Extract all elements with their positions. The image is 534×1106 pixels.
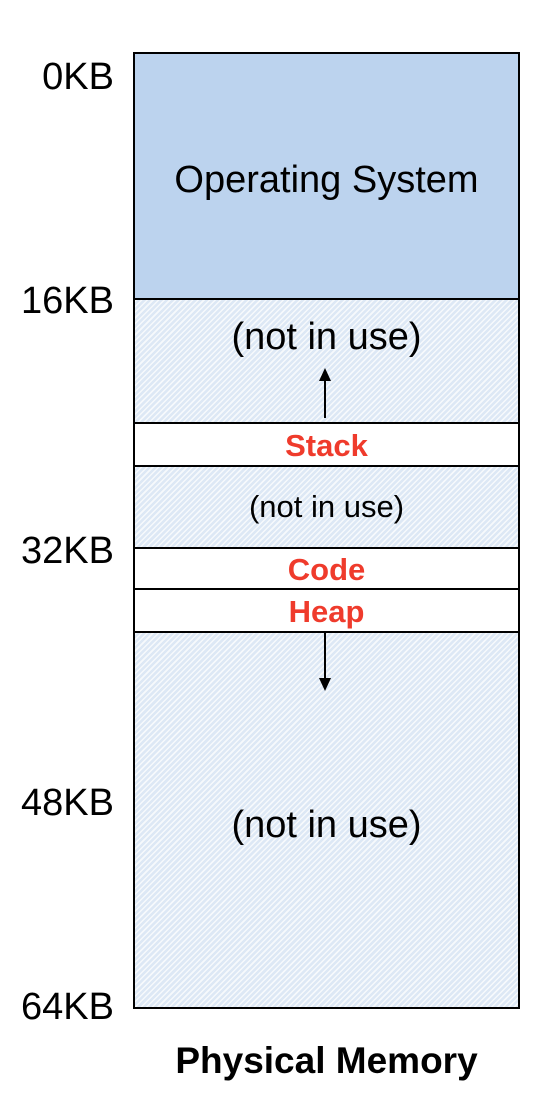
free-region-bottom-label: (not in use) <box>231 803 422 846</box>
free-region-middle-label: (not in use) <box>248 489 405 524</box>
heap-segment: Heap <box>135 588 518 631</box>
address-64kb: 64KB <box>21 986 114 1028</box>
operating-system-segment: Operating System <box>135 54 518 298</box>
code-label: Code <box>287 551 366 587</box>
operating-system-label: Operating System <box>174 158 479 201</box>
free-region-bottom: (not in use) <box>135 631 518 1007</box>
address-16kb: 16KB <box>21 280 114 322</box>
heap-label: Heap <box>288 593 365 629</box>
stack-growth-up-arrow <box>319 368 331 418</box>
heap-growth-down-arrow <box>319 632 331 691</box>
diagram-caption: Physical Memory <box>175 1040 478 1081</box>
stack-segment: Stack <box>135 422 518 465</box>
address-32kb: 32KB <box>21 530 114 572</box>
free-region-top-label: (not in use) <box>231 316 422 358</box>
free-region-top: (not in use) <box>135 298 518 422</box>
address-0kb: 0KB <box>42 56 114 98</box>
address-48kb: 48KB <box>21 782 114 824</box>
code-segment: Code <box>135 547 518 588</box>
physical-memory-column: Operating System (not in use) Stack (not… <box>133 52 520 1009</box>
free-region-middle: (not in use) <box>135 465 518 547</box>
stack-label: Stack <box>285 427 368 463</box>
